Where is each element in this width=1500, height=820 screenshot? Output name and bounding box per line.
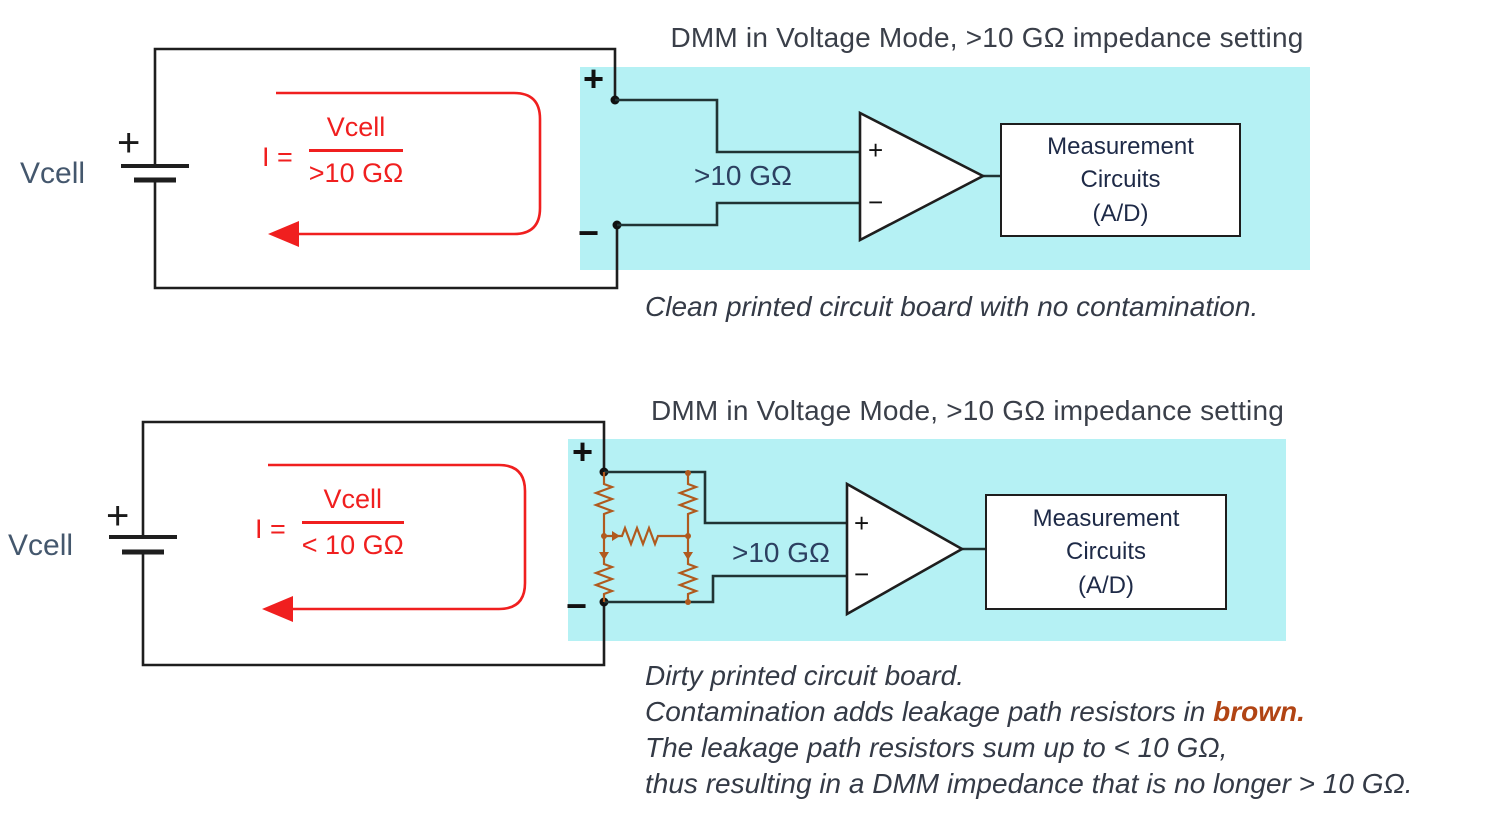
opamp-minus-top: −: [868, 187, 884, 217]
dmm-title-bottom: DMM in Voltage Mode, >10 GΩ impedance se…: [650, 395, 1285, 426]
battery-plus-sign-top: +: [117, 121, 141, 165]
dmm-minus-terminal-top: −: [578, 212, 600, 253]
formula-lhs-bottom: I =: [255, 514, 286, 544]
caption-dirty-line3: The leakage path resistors sum up to < 1…: [645, 732, 1228, 763]
opamp-plus-top: +: [868, 135, 884, 165]
dmm-plus-terminal-bottom: +: [572, 431, 594, 472]
formula-numerator-top: Vcell: [326, 112, 386, 142]
dmm-wires-top: [615, 98, 1000, 227]
opamp-plus-bottom: +: [854, 508, 870, 538]
current-arrowhead-top: [268, 221, 299, 247]
formula-fraction-bottom: Vcell < 10 GΩ: [301, 484, 404, 561]
formula-lhs-top: I =: [262, 142, 293, 172]
impedance-label-bottom: >10 GΩ: [732, 537, 830, 568]
opamp-triangle-bottom: [845, 481, 965, 617]
formula-fraction-top: Vcell >10 GΩ: [308, 112, 404, 189]
opamp-triangle-top: [858, 110, 986, 243]
leakage-arrow-middle: [612, 531, 620, 541]
dmm-minus-terminal-bottom: −: [566, 585, 588, 626]
current-arrowhead-bottom: [262, 596, 293, 622]
formula-numerator-bottom: Vcell: [323, 484, 383, 514]
formula-denominator-top: >10 GΩ: [308, 158, 404, 188]
formula-denominator-bottom: < 10 GΩ: [301, 530, 404, 560]
caption-line2-brown-word: brown.: [1213, 696, 1305, 727]
battery-loop-top: [121, 47, 619, 290]
battery-plus-sign-bottom: +: [106, 494, 130, 538]
battery-label-top: Vcell: [20, 157, 86, 190]
leakage-arrow-left: [599, 552, 609, 560]
opamp-minus-bottom: −: [854, 559, 870, 589]
impedance-label-top: >10 GΩ: [694, 160, 792, 191]
fraction-bar-bottom: [301, 521, 404, 524]
dmm-plus-terminal-top: +: [583, 58, 605, 99]
battery-label-bottom: Vcell: [8, 529, 74, 562]
caption-line2-text: Contamination adds leakage path resistor…: [645, 696, 1214, 727]
leakage-junctions: [599, 470, 693, 605]
caption-dirty-line2: Contamination adds leakage path resistor…: [645, 696, 1305, 728]
current-loop-top: [268, 91, 542, 247]
battery-loop-bottom: [109, 420, 606, 667]
measurement-circuits-box-bottom: Measurement Circuits (A/D): [985, 494, 1227, 610]
measurement-circuits-box-top: Measurement Circuits (A/D): [1000, 123, 1241, 237]
leakage-resistor-middle: [604, 524, 688, 548]
dmm-title-top: DMM in Voltage Mode, >10 GΩ impedance se…: [670, 22, 1304, 53]
fraction-bar-top: [308, 149, 404, 152]
caption-dirty-line1: Dirty printed circuit board.: [645, 660, 965, 691]
dmm-wires-bottom: [604, 470, 985, 604]
caption-clean-board: Clean printed circuit board with no cont…: [645, 291, 1259, 322]
current-formula-top: I = Vcell >10 GΩ: [262, 112, 404, 189]
current-formula-bottom: I = Vcell < 10 GΩ: [255, 484, 404, 561]
leakage-arrow-right: [683, 552, 693, 560]
caption-dirty-line4: thus resulting in a DMM impedance that i…: [645, 768, 1413, 799]
current-loop-bottom: [262, 463, 527, 622]
